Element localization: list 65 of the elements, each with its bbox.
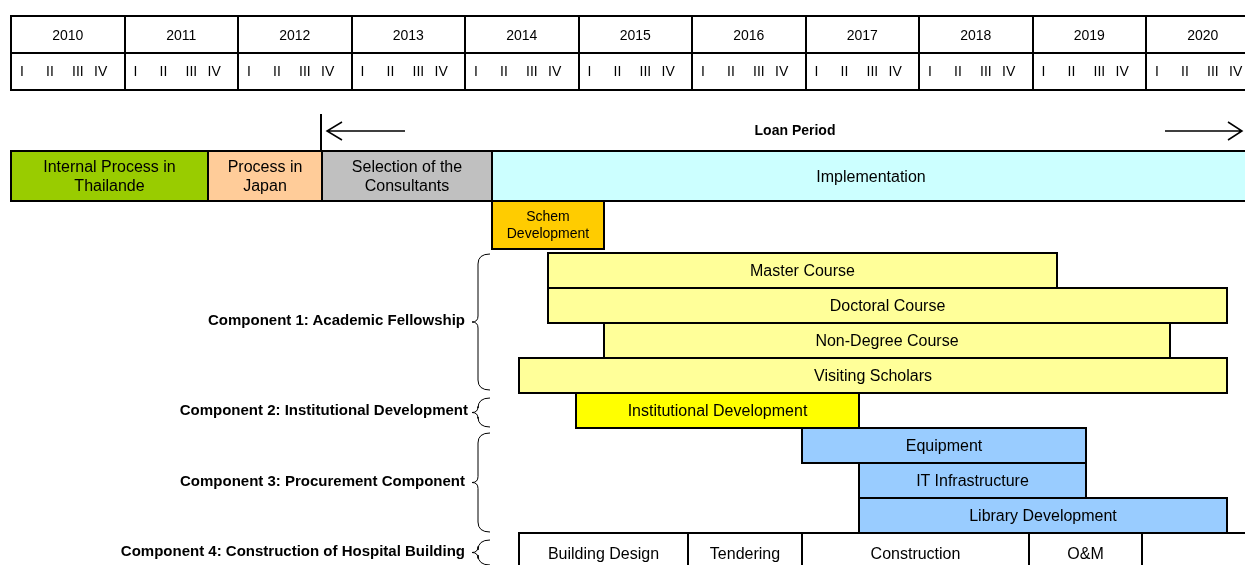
- quarter-label: IV: [775, 63, 789, 79]
- quarter-label: II: [386, 63, 395, 79]
- quarter-label: IV: [888, 63, 902, 79]
- quarter-label: II: [840, 63, 849, 79]
- quarter-label: IV: [661, 63, 675, 79]
- gantt-bar: Non-Degree Course: [603, 322, 1171, 359]
- quarter-label: III: [185, 63, 198, 79]
- year-cell: 2010: [10, 15, 126, 54]
- quarter-label: II: [954, 63, 962, 79]
- quarter-label: I: [701, 63, 705, 79]
- gantt-bar: Library Development: [858, 497, 1228, 534]
- quarter-label: I: [360, 63, 365, 79]
- quarter-label: II: [1067, 63, 1076, 79]
- component-label: Component 2: Institutional Development: [178, 401, 468, 420]
- gantt-bar: Building Design: [518, 532, 689, 565]
- quarter-label: II: [727, 63, 735, 79]
- quarter-label: IV: [1115, 63, 1129, 79]
- quarter-label: I: [247, 63, 251, 79]
- quarter-label: I: [814, 63, 819, 79]
- gantt-bar: Internal Process in Thailande: [10, 150, 209, 202]
- gantt-bar: IT Infrastructure: [858, 462, 1087, 499]
- quarter-label: I: [928, 63, 932, 79]
- gantt-bar: Tendering: [687, 532, 803, 565]
- quarter-label: III: [299, 63, 311, 79]
- gantt-bar: Process in Japan: [207, 150, 323, 202]
- quarter-label: II: [500, 63, 508, 79]
- quarter-label: II: [1181, 63, 1189, 79]
- quarter-label: II: [613, 63, 622, 79]
- gantt-bar: Selection of the Consultants: [321, 150, 493, 202]
- gantt-bar: Master Course: [547, 252, 1058, 289]
- component-label: Component 1: Academic Fellowship: [207, 311, 465, 330]
- gantt-bar: Implementation: [491, 150, 1245, 202]
- quarter-label: IV: [1002, 63, 1016, 79]
- quarter-label: III: [412, 63, 425, 79]
- period-label: Loan Period: [753, 122, 837, 138]
- quarter-label: IV: [207, 63, 221, 79]
- quarter-label: I: [587, 63, 592, 79]
- quarter-label: II: [159, 63, 168, 79]
- gantt-bar: Doctoral Course: [547, 287, 1228, 324]
- gantt-bar: Institutional Development: [575, 392, 860, 429]
- quarter-label: III: [753, 63, 765, 79]
- quarter-label: IV: [548, 63, 562, 79]
- quarter-label: I: [1041, 63, 1046, 79]
- component-label: Component 4: Construction of Hospital Building: [119, 542, 465, 561]
- quarter-label: II: [46, 63, 54, 79]
- quarter-label: III: [72, 63, 84, 79]
- quarter-label: IV: [1229, 63, 1243, 79]
- quarter-label: IV: [434, 63, 448, 79]
- quarter-label: III: [1207, 63, 1219, 79]
- quarter-label: III: [980, 63, 992, 79]
- quarter-label: III: [866, 63, 879, 79]
- gantt-bar: Equipment: [801, 427, 1087, 464]
- quarter-label: I: [1155, 63, 1159, 79]
- quarter-label: I: [20, 63, 24, 79]
- gantt-bar: Schem Development: [491, 200, 605, 250]
- quarter-label: III: [1093, 63, 1106, 79]
- gantt-bar: Visiting Scholars: [518, 357, 1228, 394]
- quarter-label: IV: [94, 63, 108, 79]
- quarter-label: III: [526, 63, 538, 79]
- quarter-label: II: [273, 63, 281, 79]
- quarter-label: IV: [321, 63, 335, 79]
- quarter-label: III: [639, 63, 652, 79]
- quarter-label: I: [474, 63, 478, 79]
- quarter-label: I: [133, 63, 138, 79]
- component-label: Component 3: Procurement Component: [179, 472, 465, 491]
